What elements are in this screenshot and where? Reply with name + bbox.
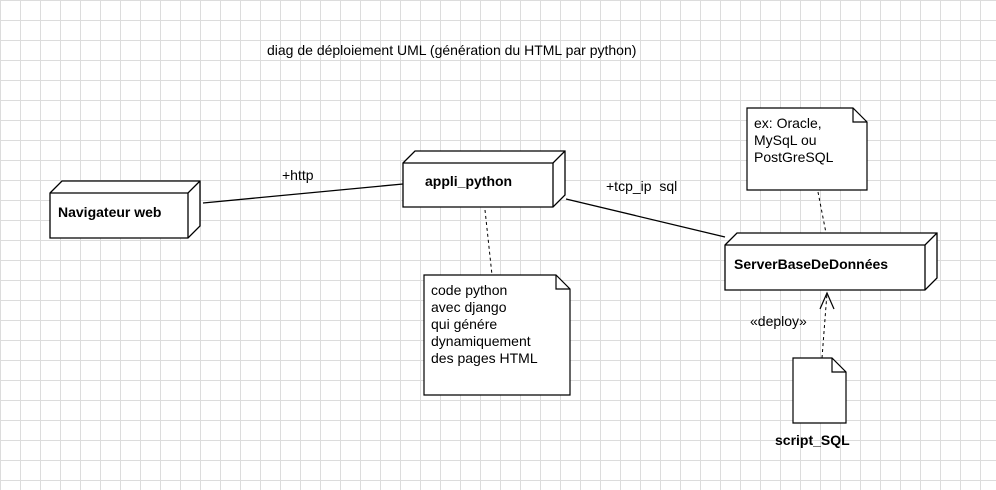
node-label-server-base-de-donnees: ServerBaseDeDonnées: [734, 256, 889, 272]
edge-deploy[interactable]: [821, 292, 828, 359]
note-db-link: [817, 191, 827, 234]
edge-label-http: +http: [282, 167, 314, 183]
node-label-navigateur-web: Navigateur web: [58, 204, 162, 220]
note-app-link: [484, 209, 493, 276]
node-appli-python[interactable]: [402, 150, 566, 208]
diagram-title: diag de déploiement UML (génération du H…: [267, 42, 637, 58]
node-server-base-de-donnees[interactable]: [724, 232, 938, 291]
edge-http[interactable]: [202, 183, 404, 204]
note-db-text: ex: Oracle, MySqL ou PostGreSQL: [754, 115, 834, 165]
node-navigateur-web[interactable]: [49, 180, 201, 239]
artifact-script-sql-icon[interactable]: [792, 357, 847, 424]
node-label-appli-python: appli_python: [425, 173, 513, 189]
artifact-label-script-sql: script_SQL: [775, 432, 850, 448]
note-app-text: code python avec django qui génére dynam…: [431, 282, 538, 366]
edge-label-tcp-ip-sql: +tcp_ip sql: [606, 178, 678, 194]
deploy-arrowhead: [819, 291, 835, 310]
note-app[interactable]: [423, 274, 571, 396]
edge-label-deploy: «deploy»: [750, 313, 807, 329]
edge-tcp-ip-sql[interactable]: [565, 198, 726, 238]
note-db[interactable]: [746, 107, 868, 191]
